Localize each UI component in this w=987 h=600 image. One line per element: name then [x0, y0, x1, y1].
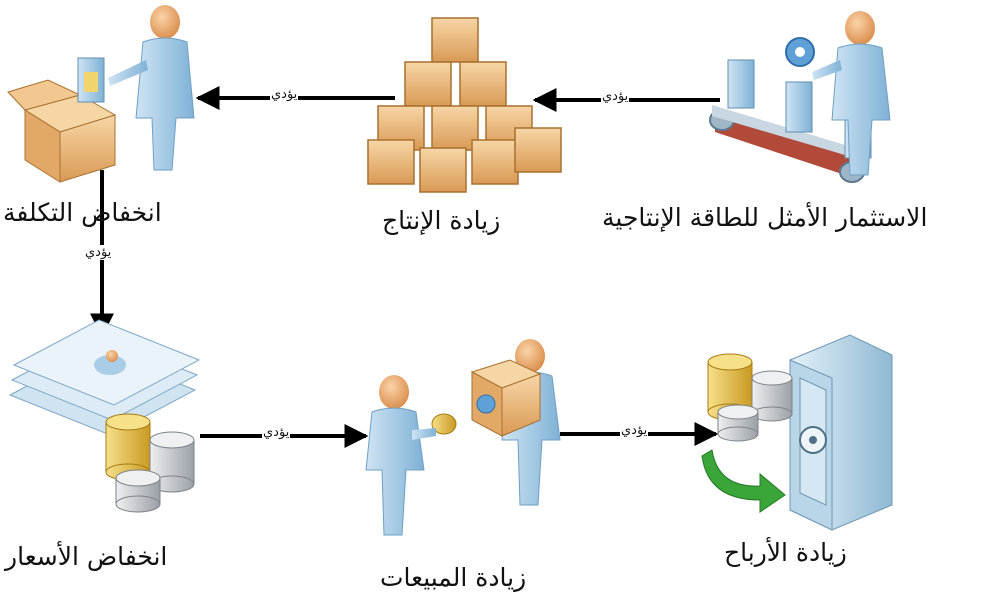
label-increased-sales: زيادة المبيعات — [380, 563, 527, 592]
documents-coins-icon — [8, 319, 201, 513]
buyer-seller-icon — [365, 339, 561, 536]
edge-label-cost-price: يؤدي — [84, 245, 113, 260]
edge-label-sales-profits: يؤدي — [620, 423, 649, 438]
stacked-boxes-icon — [367, 17, 562, 193]
edge-label-production-cost: يؤدي — [270, 87, 299, 102]
label-cost-reduction: انخفاض التكلفة — [3, 198, 162, 227]
worker-packing-box-icon — [7, 5, 195, 183]
coins-safe-icon — [701, 334, 893, 531]
factory-worker-conveyor-icon — [709, 11, 891, 183]
edge-label-investment-production: يؤدي — [601, 89, 630, 104]
label-increased-production: زيادة الإنتاج — [382, 206, 501, 235]
label-price-reduction: انخفاض الأسعار — [5, 542, 168, 571]
edge-label-price-sales: يؤدي — [262, 425, 291, 440]
label-increased-profits: زيادة الأرباح — [724, 538, 847, 567]
label-optimal-investment: الاستثمار الأمثل للطاقة الإنتاجية — [602, 203, 928, 232]
